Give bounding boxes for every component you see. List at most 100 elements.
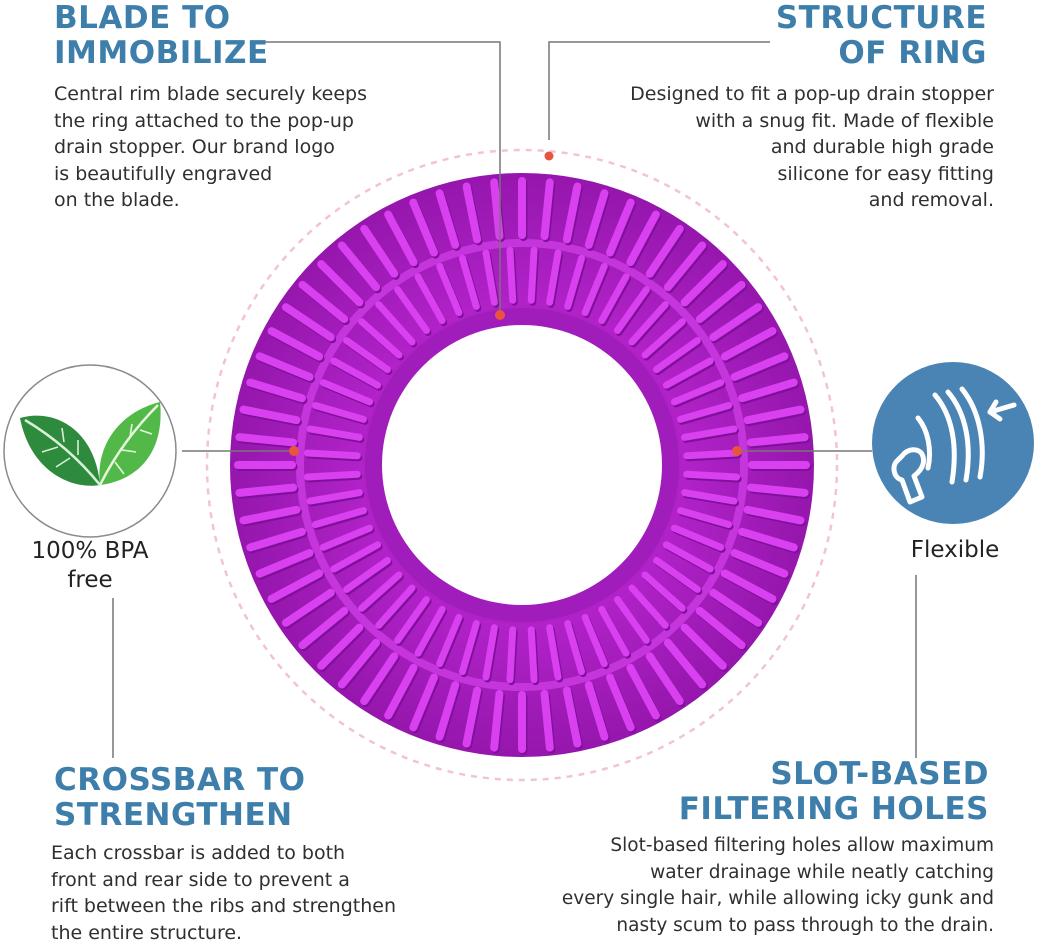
inner-rib: [677, 507, 733, 529]
outer-rib: [645, 652, 684, 706]
inner-rib: [482, 249, 498, 306]
inner-rib: [414, 605, 446, 657]
outer-rib: [235, 433, 298, 447]
inner-rib: [653, 556, 701, 593]
inner-rib: [458, 254, 480, 310]
outer-rib: [409, 673, 438, 732]
outer-rib: [360, 652, 399, 706]
blade-title: BLADE TO IMMOBILIZE: [54, 1, 269, 71]
inner-rib: [581, 613, 608, 668]
outer-rib: [235, 483, 298, 497]
structure-description-line: with a snug fit. Made of flexible: [695, 109, 994, 132]
inner-rib: [330, 541, 382, 573]
blade-description: Central rim blade securely keeps the rin…: [54, 81, 367, 214]
outer-rib: [680, 260, 727, 307]
outer-rib: [645, 224, 684, 278]
inner-rib: [394, 286, 431, 334]
inner-rib: [343, 337, 391, 374]
blade-description-line: Central rim blade securely keeps: [54, 83, 368, 105]
flexible-label: Flexible: [875, 536, 1035, 565]
outer-rib: [239, 405, 301, 425]
ring-mid-band: [296, 239, 748, 691]
inner-rib: [628, 584, 669, 629]
structure-description: Designed to fit a pop-up drain stopper w…: [630, 81, 994, 214]
crossbar-description-line: rift between the ribs and strengthen: [51, 895, 396, 917]
inner-rib: [506, 626, 517, 684]
outer-rib: [562, 686, 582, 748]
inner-rib: [436, 613, 463, 668]
inner-rib: [311, 401, 367, 423]
structure-callout-dot: [544, 151, 554, 161]
slots-title: SLOT-BASED FILTERING HOLES: [679, 757, 989, 827]
slots-title-line: SLOT-BASED: [770, 756, 989, 792]
inner-rib: [306, 425, 363, 441]
blade-description-line: drain stopper. Our brand logo: [54, 136, 335, 158]
outer-rib: [317, 260, 364, 307]
structure-description-line: silicone for easy fitting: [777, 162, 994, 185]
inner-rib: [358, 318, 403, 359]
inner-rib: [330, 357, 382, 389]
inner-rib: [458, 620, 480, 676]
bpa-free-label: 100% BPA free: [0, 537, 180, 595]
outer-rib: [626, 663, 660, 720]
inner-rib: [546, 249, 562, 306]
outer-rib: [255, 549, 314, 578]
outer-rib: [695, 280, 746, 324]
blade-title-line: BLADE TO: [54, 0, 231, 36]
flexible-hand-icon: [891, 386, 1017, 505]
outer-rib: [267, 569, 324, 603]
structure-title: STRUCTURE OF RING: [776, 1, 987, 71]
structure-description-line: and removal.: [868, 189, 994, 211]
structure-title-line: OF RING: [838, 35, 987, 71]
outer-rib: [738, 378, 798, 403]
outer-rib: [246, 378, 306, 403]
structure-title-line: STRUCTURE: [775, 0, 987, 36]
blade-description-line: the ring attached to the pop-up: [54, 109, 354, 132]
outer-rib: [540, 689, 554, 752]
flexible-label-text: Flexible: [910, 537, 1000, 563]
crossbar-description: Each crossbar is added to both front and…: [51, 840, 396, 946]
dashed-outline-circle: [205, 148, 839, 782]
inner-rib: [683, 470, 741, 481]
outer-rib: [626, 210, 660, 267]
crossbar-description-line: the entire structure.: [51, 921, 243, 944]
ring-center-hole: [382, 325, 662, 605]
blade-callout-dot: [495, 310, 505, 320]
slots-callout-dot: [732, 446, 742, 456]
inner-rib: [598, 273, 630, 325]
slots-description-line: every single hair, while allowing icky g…: [561, 888, 994, 909]
outer-rib: [584, 189, 609, 249]
inner-rib: [613, 286, 650, 334]
outer-rib: [337, 638, 381, 689]
inner-rib: [414, 273, 446, 325]
inner-rib: [662, 541, 714, 573]
blade-description-line: is beautifully engraved: [54, 162, 273, 185]
outer-rib: [606, 673, 635, 732]
ring-ribs: [234, 177, 812, 755]
outer-rib: [317, 623, 364, 670]
outer-rib: [720, 569, 777, 603]
inner-rib: [394, 596, 431, 644]
outer-rib: [360, 224, 399, 278]
outer-rib: [298, 606, 349, 650]
inner-rib: [506, 246, 517, 304]
outer-rib: [743, 405, 805, 425]
blade-title-line: IMMOBILIZE: [54, 35, 269, 71]
inner-rib: [681, 425, 738, 441]
inner-rib: [303, 449, 361, 460]
outer-rib: [540, 178, 554, 241]
crossbar-title-line: CROSSBAR TO: [54, 762, 306, 798]
structure-description-line: and durable high grade: [770, 136, 994, 158]
inner-rib: [653, 337, 701, 374]
inner-rib: [311, 507, 367, 529]
inner-rib: [527, 246, 538, 304]
outer-rib: [267, 327, 324, 361]
outer-rib: [730, 549, 789, 578]
bpa-free-label-line: 100% BPA: [31, 538, 149, 564]
inner-rib: [641, 318, 686, 359]
outer-rib: [239, 505, 301, 525]
outer-rib: [695, 606, 746, 650]
slots-description-line: Slot-based filtering holes allow maximum: [610, 835, 994, 856]
